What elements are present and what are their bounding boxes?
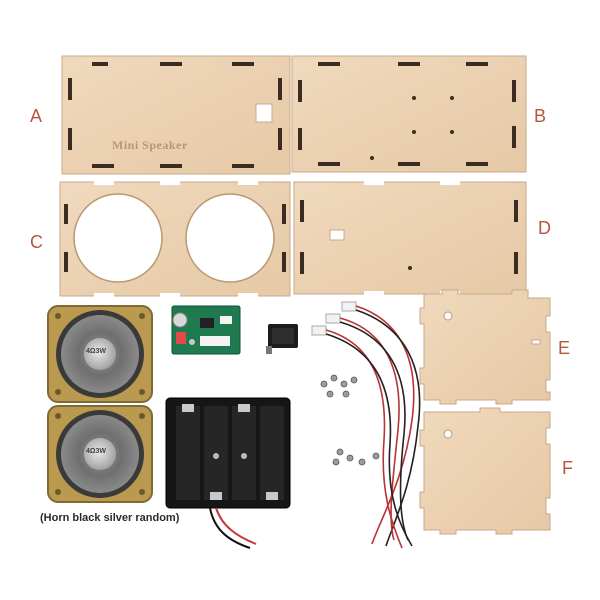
- panel-d: [293, 180, 527, 296]
- speaker-hole-right: [185, 193, 275, 283]
- panel-c: [59, 180, 291, 298]
- engraved-text: Mini Speaker: [112, 138, 188, 152]
- panel-label-e: E: [558, 338, 571, 358]
- panel-b: [291, 55, 527, 173]
- panel-e: [419, 289, 551, 405]
- screws: [320, 374, 380, 466]
- amplifier-board: [171, 305, 241, 355]
- panel-label-b: B: [534, 106, 547, 126]
- panel-label-c: C: [30, 232, 43, 252]
- wire-harness: [311, 301, 421, 549]
- speaker-hole-left: [73, 193, 163, 283]
- caption: (Horn black silver random): [40, 512, 180, 524]
- panel-a: [61, 55, 302, 175]
- speaker-marking-top: 4Ω3W: [86, 348, 107, 355]
- panel-f: [419, 407, 551, 535]
- speaker-marking-bottom: 4Ω3W: [86, 448, 107, 455]
- battery-holder: [165, 397, 291, 549]
- rocker-switch: [266, 324, 298, 354]
- speaker-top: [47, 305, 153, 403]
- panel-label-d: D: [538, 218, 551, 238]
- speaker-bottom: [47, 405, 153, 503]
- panel-label-a: A: [30, 106, 43, 126]
- panel-label-f: F: [562, 458, 573, 478]
